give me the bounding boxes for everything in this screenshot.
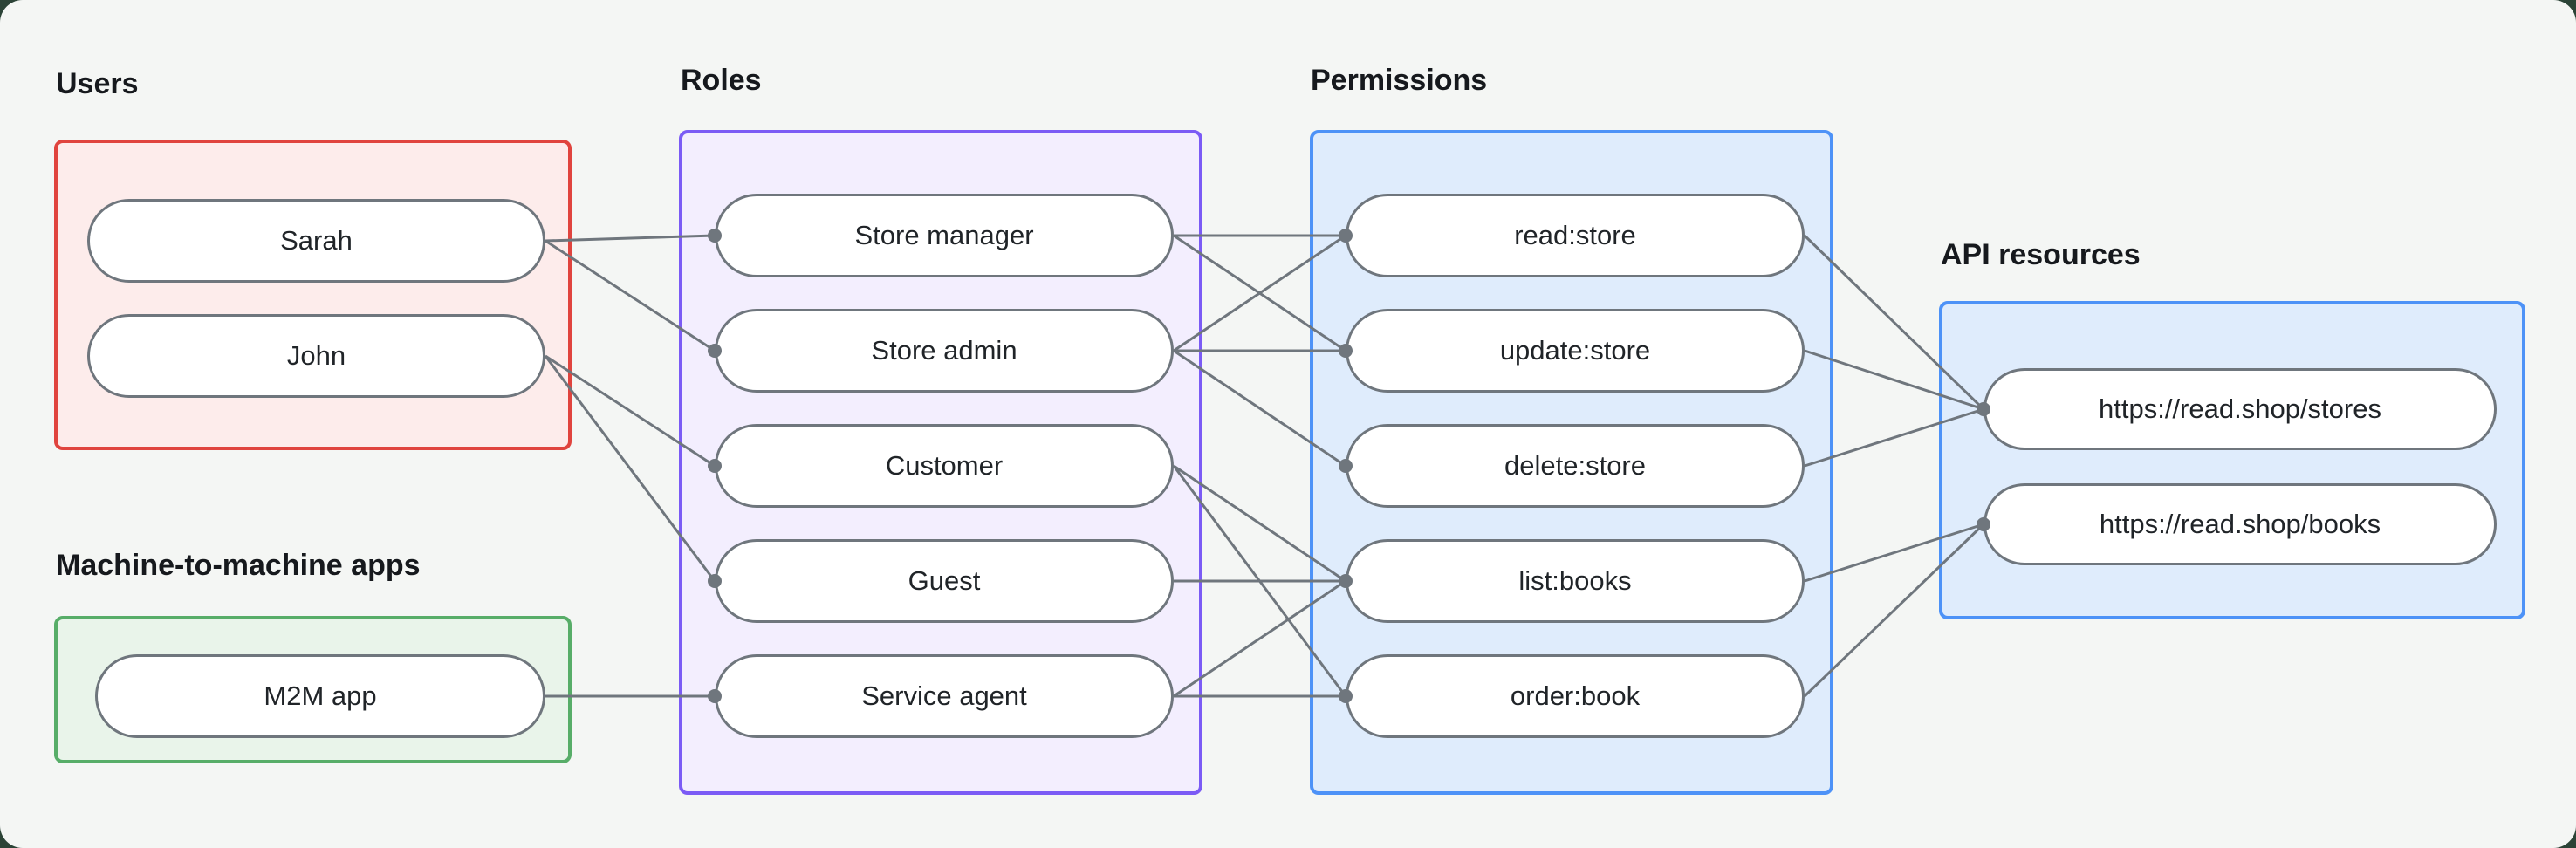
m2m-apps-section-label: Machine-to-machine apps <box>56 549 421 582</box>
node-delete-store: delete:store <box>1346 424 1805 508</box>
node-order-book: order:book <box>1346 654 1805 738</box>
node-guest: Guest <box>715 539 1174 623</box>
node-list-books: list:books <box>1346 539 1805 623</box>
node-sarah: Sarah <box>87 199 545 283</box>
node-store-admin: Store admin <box>715 309 1174 393</box>
node-store-manager: Store manager <box>715 194 1174 277</box>
node-john: John <box>87 314 545 398</box>
node-update-store: update:store <box>1346 309 1805 393</box>
m2m-apps-group-box: M2M app <box>54 616 572 763</box>
node-read-store: read:store <box>1346 194 1805 277</box>
permissions-group-box: read:store update:store delete:store lis… <box>1310 130 1833 795</box>
roles-section-label: Roles <box>681 64 762 97</box>
users-section-label: Users <box>56 67 139 100</box>
node-customer: Customer <box>715 424 1174 508</box>
node-stores-api-resource: https://read.shop/stores <box>1983 368 2497 450</box>
api-resources-section-label: API resources <box>1941 238 2141 271</box>
api-resources-group-box: https://read.shop/stores https://read.sh… <box>1939 301 2525 619</box>
users-group-box: Sarah John <box>54 140 572 450</box>
node-m2m-app: M2M app <box>95 654 545 738</box>
permissions-section-label: Permissions <box>1311 64 1488 97</box>
node-books-api-resource: https://read.shop/books <box>1983 483 2497 565</box>
node-service-agent: Service agent <box>715 654 1174 738</box>
roles-group-box: Store manager Store admin Customer Guest… <box>679 130 1202 795</box>
